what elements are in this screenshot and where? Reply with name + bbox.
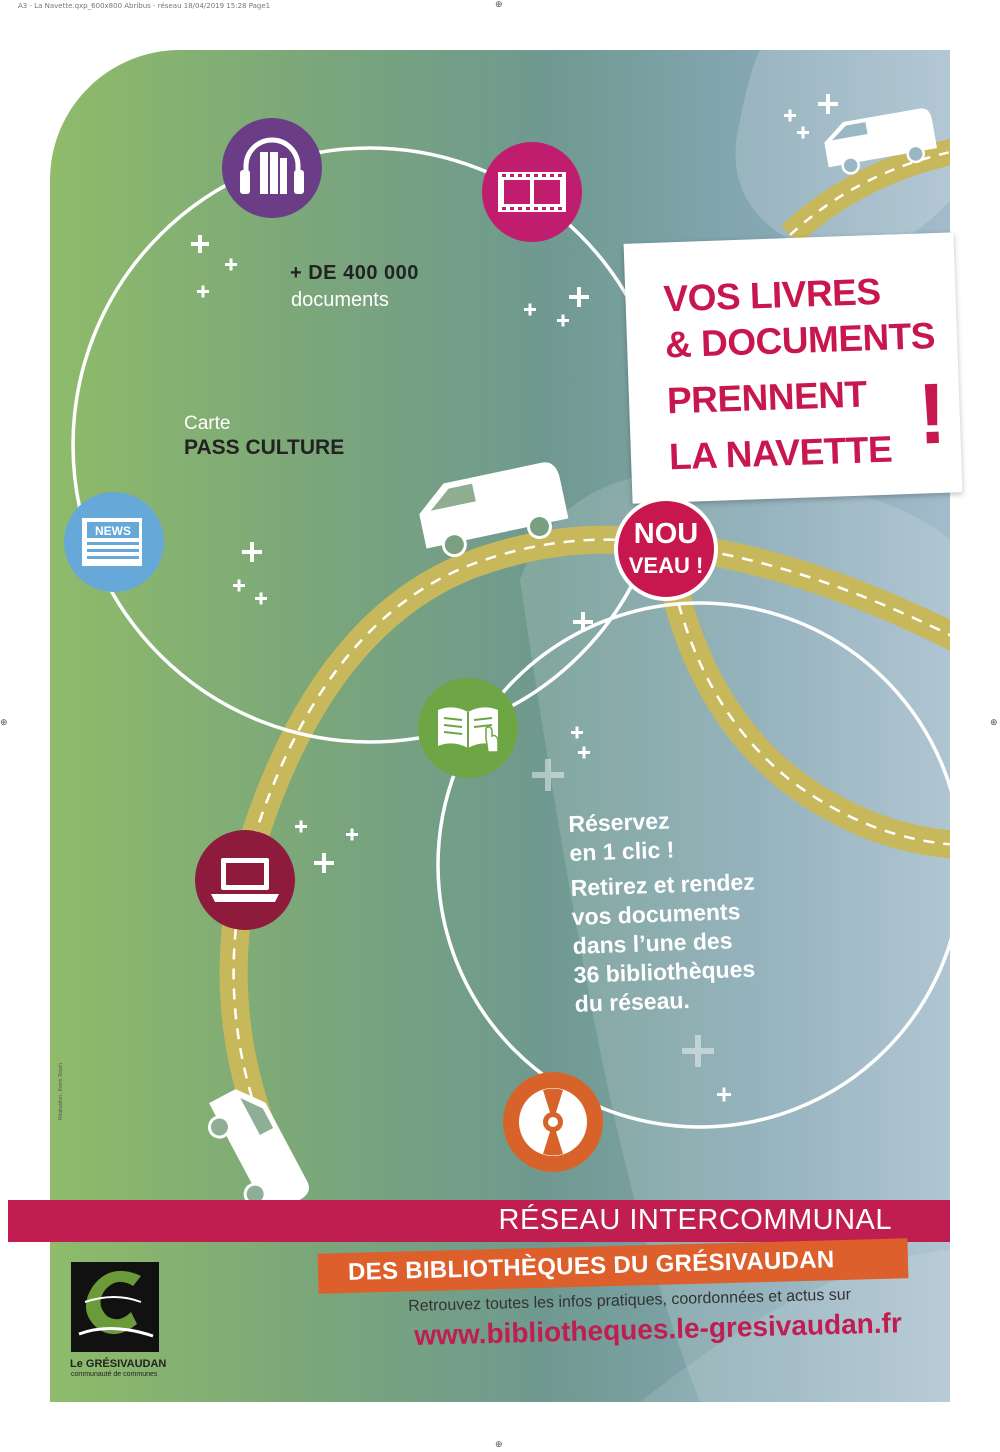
reserve-line-2: en 1 clic !	[569, 836, 675, 866]
libraries-title: DES BIBLIOTHÈQUES DU GRÉSIVAUDAN	[347, 1246, 835, 1286]
logo-name: Le GRÉSIVAUDAN	[70, 1358, 167, 1370]
network-banner: RÉSEAU INTERCOMMUNAL	[8, 1200, 950, 1242]
crop-mark-top: ⊕	[495, 0, 503, 10]
film-strip-icon	[482, 142, 582, 242]
headline-line-3: PRENNENT	[666, 373, 868, 422]
road-branch	[652, 542, 950, 859]
network-title: RÉSEAU INTERCOMMUNAL	[498, 1204, 892, 1236]
newspaper-icon: NEWS	[64, 492, 164, 592]
headline-line-4: LA NAVETTE	[668, 428, 893, 478]
badge-line-2: VEAU !	[628, 553, 704, 578]
cd-disc-icon	[503, 1072, 603, 1172]
design-credit: Réalisation : Kevin Tessin	[58, 1063, 64, 1120]
new-badge: NOU VEAU !	[614, 497, 718, 601]
print-slug: A3 - La Navette.qxp_600x800 Abribus - ré…	[18, 2, 271, 10]
plus-decorations	[191, 94, 838, 1102]
headline-panel: VOS LIVRES & DOCUMENTS PRENNENT LA NAVET…	[623, 232, 963, 504]
headphones-icon	[222, 118, 322, 218]
gresivaudan-logo	[71, 1262, 159, 1352]
light-shape-right	[520, 470, 950, 1402]
documents-count: + DE 400 000	[290, 262, 419, 284]
road-top-right	[781, 137, 950, 245]
light-shape-bottom	[640, 1250, 950, 1402]
van-icon	[419, 462, 569, 558]
laptop-icon	[195, 830, 295, 930]
headline-exclamation: !	[916, 365, 949, 463]
card-label: Carte	[184, 413, 231, 434]
badge-line-1: NOU	[633, 518, 699, 550]
headline-line-2: & DOCUMENTS	[664, 315, 936, 366]
open-book-icon	[418, 678, 518, 778]
documents-label: documents	[291, 289, 389, 311]
circle-bottom-right	[436, 601, 950, 1129]
card-name: PASS CULTURE	[184, 436, 345, 459]
svg-text:NEWS: NEWS	[95, 524, 131, 538]
crop-mark-bottom: ⊕	[495, 1440, 503, 1450]
van-icon	[207, 1089, 309, 1217]
promo-text: Réservez en 1 clic ! Retirez et rendez v…	[568, 804, 759, 1019]
logo-subtitle: communauté de communes	[71, 1371, 158, 1378]
van-icon	[824, 108, 938, 175]
crop-mark-right: ⊕	[990, 718, 998, 728]
road-main	[219, 525, 950, 1197]
crop-mark-left: ⊕	[0, 718, 8, 728]
headline-line-1: VOS LIVRES	[662, 270, 882, 320]
